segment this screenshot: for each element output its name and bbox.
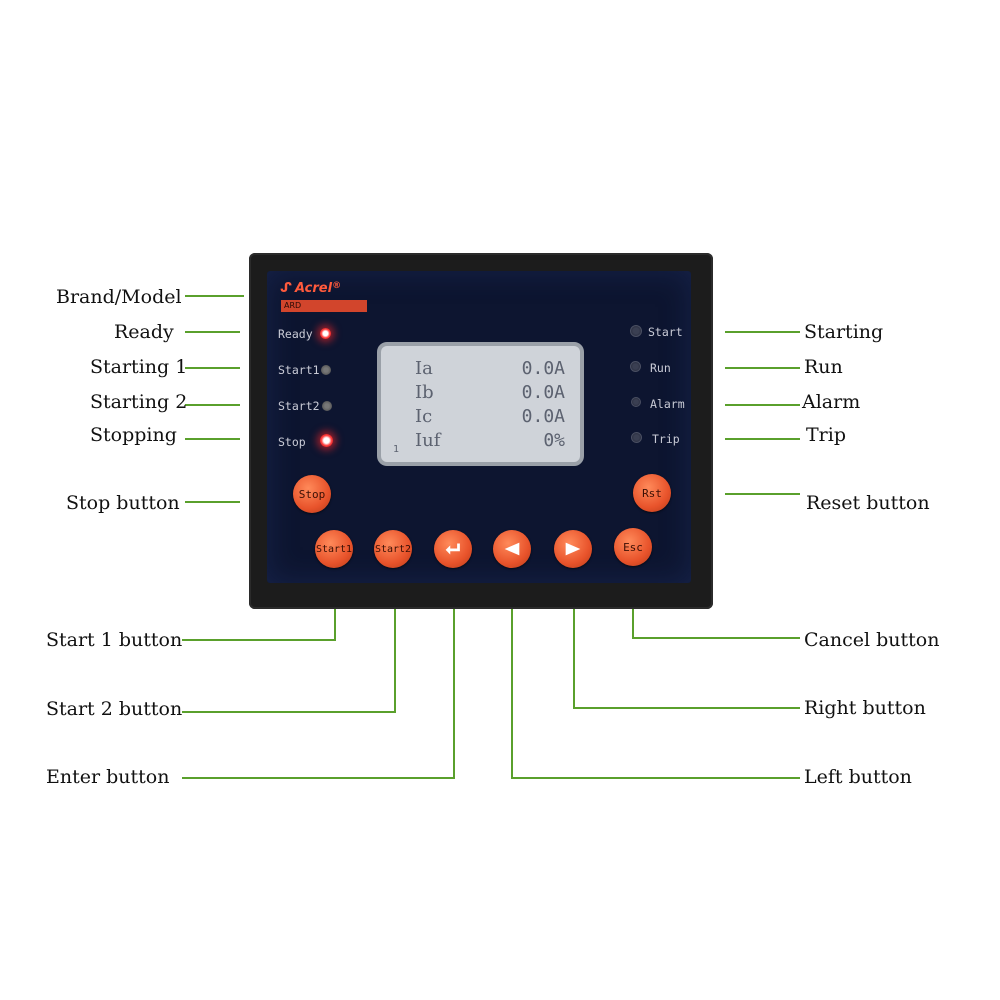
left-triangle-icon [504,542,520,556]
line-start2-button [182,580,396,713]
model-bar: ARD [281,300,367,312]
start1-button[interactable]: Start1 [315,530,353,568]
callout-starting1: Starting 1 [90,356,188,378]
line-left-button [511,580,800,779]
model-name: ARD [284,301,302,310]
led-ready [320,328,331,339]
indicator-label-start: Start [648,325,683,339]
callout-start2-button: Start 2 button [46,698,183,720]
right-triangle-icon [565,542,581,556]
callout-cancel-button: Cancel button [804,629,940,651]
stop-button[interactable]: Stop [293,475,331,513]
indicator-label-start2: Start2 [278,399,320,413]
lcd-label: Iuf [415,430,441,451]
lcd-value: 0.0A [521,382,565,403]
callout-starting2: Starting 2 [90,391,188,413]
indicator-label-alarm: Alarm [650,397,685,411]
lcd-value: 0.0A [521,358,565,379]
callout-start1-button: Start 1 button [46,629,183,651]
start2-button[interactable]: Start2 [374,530,412,568]
reset-button[interactable]: Rst [633,474,671,512]
line-right-button [573,580,800,709]
enter-arrow-icon [445,543,460,555]
indicator-label-start1: Start1 [278,363,320,377]
indicator-label-trip: Trip [652,432,680,446]
lcd-label: Ib [415,382,434,403]
callout-reset-button: Reset button [806,492,930,514]
enter-button[interactable] [434,530,472,568]
indicator-label-ready: Ready [278,327,313,341]
callout-ready: Ready [114,321,174,343]
led-trip [631,432,642,443]
brand-mark-icon: ᔑ [280,281,293,296]
led-run [630,361,641,372]
lcd-value: 0.0A [521,406,565,427]
callout-right-button: Right button [804,697,926,719]
lcd-value: 0% [543,430,565,451]
lcd-label: Ia [415,358,433,379]
esc-button[interactable]: Esc [614,528,652,566]
callout-alarm: Alarm [802,391,861,413]
led-start2 [322,401,332,411]
callout-run: Run [804,356,843,378]
lcd-display: Ia 0.0A Ib 0.0A Ic 0.0A Iuf 0% 1 [377,342,584,466]
callout-stopping: Stopping [90,424,177,446]
left-button[interactable] [493,530,531,568]
callout-stop-button: Stop button [66,492,180,514]
brand-name: Acrel [295,281,333,296]
callout-enter-button: Enter button [46,766,170,788]
callout-trip: Trip [806,424,846,446]
led-alarm [631,397,641,407]
indicator-label-run: Run [650,361,671,375]
led-stop [320,434,333,447]
callout-brand-model: Brand/Model [56,286,182,308]
right-button[interactable] [554,530,592,568]
lcd-page-number: 1 [393,444,400,455]
callout-left-button: Left button [804,766,912,788]
lcd-label: Ic [415,406,433,427]
indicator-label-stop: Stop [278,435,306,449]
led-start1 [321,365,331,375]
line-enter-button [182,580,455,779]
led-start [630,325,642,337]
callout-starting: Starting [804,321,884,343]
